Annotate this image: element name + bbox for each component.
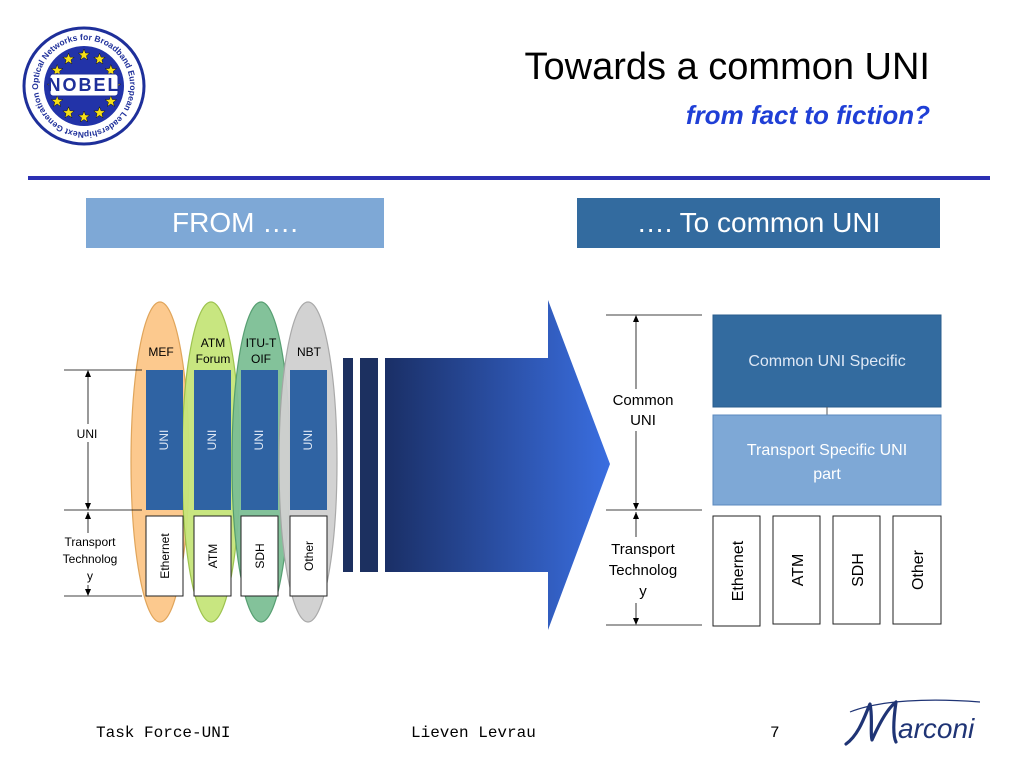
transport-dimension-label: y <box>87 569 93 583</box>
logo-star-icon <box>50 94 64 108</box>
uni-block <box>146 370 183 510</box>
tech-block-right-label: SDH <box>850 553 867 587</box>
from-header-box: FROM …. <box>86 198 384 248</box>
marconi-logo: arconi <box>844 699 981 746</box>
transport-dimension-label: Technolog <box>63 552 118 566</box>
tech-block-label: Other <box>302 541 316 571</box>
page-number: 7 <box>770 724 780 742</box>
tech-block <box>193 515 232 597</box>
to-header-box: …. To common UNI <box>577 198 940 248</box>
transport-dimension-label-right: y <box>639 583 647 600</box>
uni-block <box>194 370 231 510</box>
tech-block-right-label: Ethernet <box>730 540 747 601</box>
marconi-logo-text: arconi <box>898 713 975 744</box>
tech-block <box>145 515 184 597</box>
transport-dimension-label-right: Technolog <box>609 562 677 579</box>
logo-star-icon <box>62 106 75 119</box>
from-diagram: MEF ATM Forum ITU-T OIF NBT UNI UNI UNI … <box>58 301 338 623</box>
arrow-tail-bar <box>360 358 378 572</box>
footer-author: Lieven Levrau <box>411 724 536 742</box>
group-label-atm-forum: ATM <box>201 336 225 350</box>
tech-block-label: ATM <box>206 544 220 568</box>
logo-star-icon <box>62 52 75 65</box>
transport-specific-uni-label: Transport Specific UNI <box>747 442 907 459</box>
group-label-nbt: NBT <box>297 345 322 359</box>
tech-block <box>289 515 328 597</box>
header-divider <box>28 176 990 180</box>
logo-star-icon <box>104 63 118 77</box>
transport-specific-uni-label: part <box>813 466 841 483</box>
logo-star-icon <box>50 63 64 77</box>
group-label-itu-t: ITU-T <box>246 336 277 350</box>
common-uni-dimension-label: Common <box>613 392 674 409</box>
transport-specific-uni-block <box>712 414 942 506</box>
transition-arrow <box>343 300 610 630</box>
logo-star-icon <box>77 48 91 61</box>
page-title: Towards a common UNI <box>524 46 930 88</box>
uni-block-label: UNI <box>157 430 171 451</box>
uni-block <box>241 370 278 510</box>
uni-block-label: UNI <box>301 430 315 451</box>
group-label-mef: MEF <box>148 345 173 359</box>
common-uni-dimension-label: UNI <box>630 412 656 429</box>
tech-block-right-label: ATM <box>790 554 807 587</box>
nobel-logo: Next Generation Optical Networks for Bro… <box>22 26 146 146</box>
group-label-atm-forum-2: Forum <box>196 352 231 366</box>
logo-text: NOBEL <box>48 75 121 95</box>
arrow-body <box>385 300 610 630</box>
tech-block-label: SDH <box>253 543 267 568</box>
page-subtitle: from fact to fiction? <box>685 100 930 130</box>
uni-block <box>290 370 327 510</box>
arrow-tail-bar <box>343 358 353 572</box>
uni-dimension-label: UNI <box>77 427 98 441</box>
tech-block <box>240 515 279 597</box>
transport-dimension-label-right: Transport <box>611 541 675 558</box>
tech-block-right <box>772 515 821 625</box>
tech-block-label: Ethernet <box>158 533 172 579</box>
uni-block-label: UNI <box>252 430 266 451</box>
group-label-oif: OIF <box>251 352 271 366</box>
logo-star-icon <box>77 110 91 123</box>
common-uni-specific-label: Common UNI Specific <box>748 353 905 370</box>
transport-dimension-label: Transport <box>65 535 117 549</box>
logo-star-icon <box>93 106 106 119</box>
footer-task-force: Task Force-UNI <box>96 724 231 742</box>
to-diagram: Common UNI Transport Technolog y Common … <box>596 314 942 627</box>
logo-star-icon <box>104 94 118 108</box>
common-uni-specific-block <box>712 314 942 408</box>
tech-block-right <box>892 515 942 625</box>
tech-block-right <box>712 515 761 627</box>
tech-block-right-label: Other <box>910 549 927 590</box>
tech-block-right <box>832 515 881 625</box>
logo-star-icon <box>93 52 106 65</box>
uni-block-label: UNI <box>205 430 219 451</box>
